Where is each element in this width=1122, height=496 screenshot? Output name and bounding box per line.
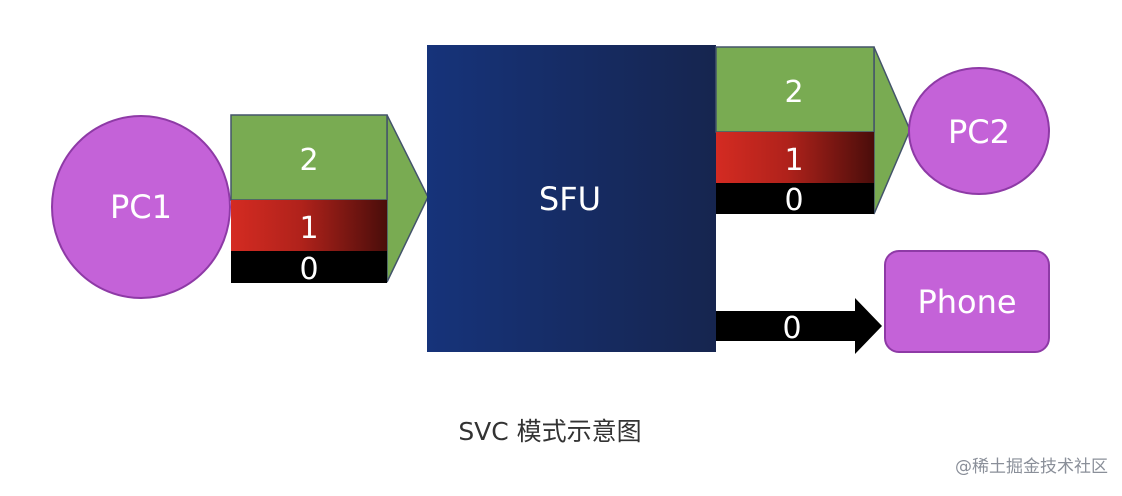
pc2-layer-0-label: 0 [784,183,803,218]
pc1-layer-2-label: 2 [299,143,318,178]
pc2-label: PC2 [948,113,1010,151]
sfu-node: SFU [427,45,716,352]
phone-stream-arrow: 0 [716,298,882,354]
pc2-layer-1-label: 1 [784,143,803,178]
pc1-layer-1-label: 1 [299,211,318,246]
phone-label: Phone [917,283,1016,321]
phone-node: Phone [884,250,1050,353]
pc1-layer-0-label: 0 [299,252,318,287]
pc1-stream-arrow: 2 1 0 [230,114,429,287]
diagram-caption: SVC 模式示意图 [458,417,642,446]
pc2-stream-arrow: 2 1 0 [715,46,911,218]
pc2-layer-2-label: 2 [784,75,803,110]
watermark-text: @稀土掘金技术社区 [955,457,1108,477]
pc2-node: PC2 [908,67,1050,195]
pc1-label: PC1 [110,188,172,226]
pc1-node: PC1 [51,115,231,299]
phone-layer-0-label: 0 [782,311,801,346]
sfu-label: SFU [539,180,601,218]
